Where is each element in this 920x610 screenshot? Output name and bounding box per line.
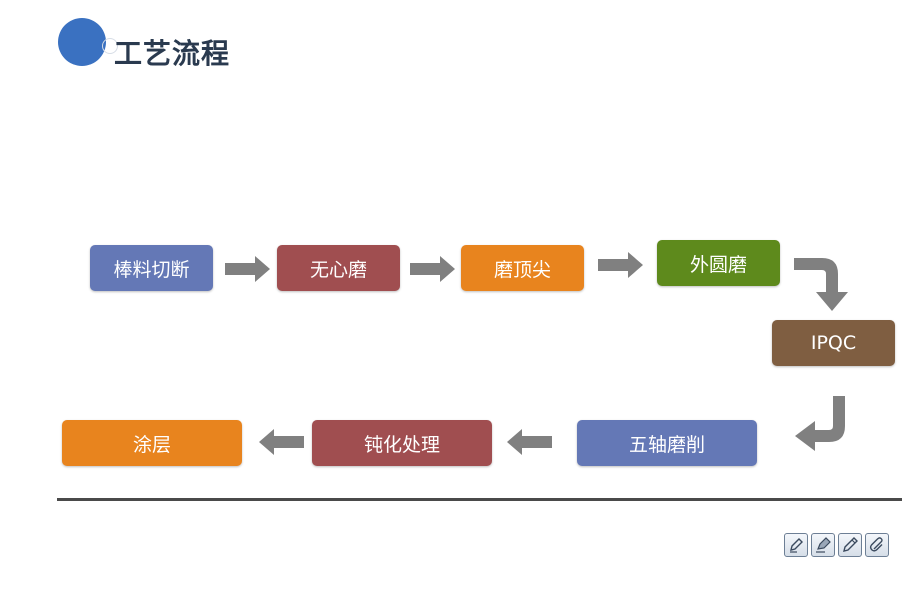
step-bar-cutting: 棒料切断 xyxy=(90,245,213,291)
paperclip-icon[interactable] xyxy=(865,533,889,557)
arrow-bend-down-icon xyxy=(794,258,848,311)
step-five-axis-grinding: 五轴磨削 xyxy=(577,420,757,466)
pencil-icon[interactable] xyxy=(838,533,862,557)
logo-ring xyxy=(102,38,118,54)
annotation-toolbar xyxy=(784,533,889,557)
step-center-grinding: 磨顶尖 xyxy=(461,245,584,291)
step-ipqc: IPQC xyxy=(772,320,895,366)
arrow-right-icon xyxy=(225,256,270,282)
arrow-left-icon xyxy=(507,429,552,455)
arrow-right-icon xyxy=(598,252,643,278)
logo-dot xyxy=(58,18,106,66)
marker-icon[interactable] xyxy=(811,533,835,557)
arrow-bend-left-icon xyxy=(795,396,845,451)
step-cylindrical-grinding: 外圆磨 xyxy=(657,240,780,286)
divider xyxy=(57,498,902,501)
step-passivation: 钝化处理 xyxy=(312,420,492,466)
page-title: 工艺流程 xyxy=(114,37,231,70)
pen-icon[interactable] xyxy=(784,533,808,557)
arrow-right-icon xyxy=(410,256,455,282)
step-centerless-grinding: 无心磨 xyxy=(277,245,400,291)
step-coating: 涂层 xyxy=(62,420,242,466)
arrow-left-icon xyxy=(259,429,304,455)
